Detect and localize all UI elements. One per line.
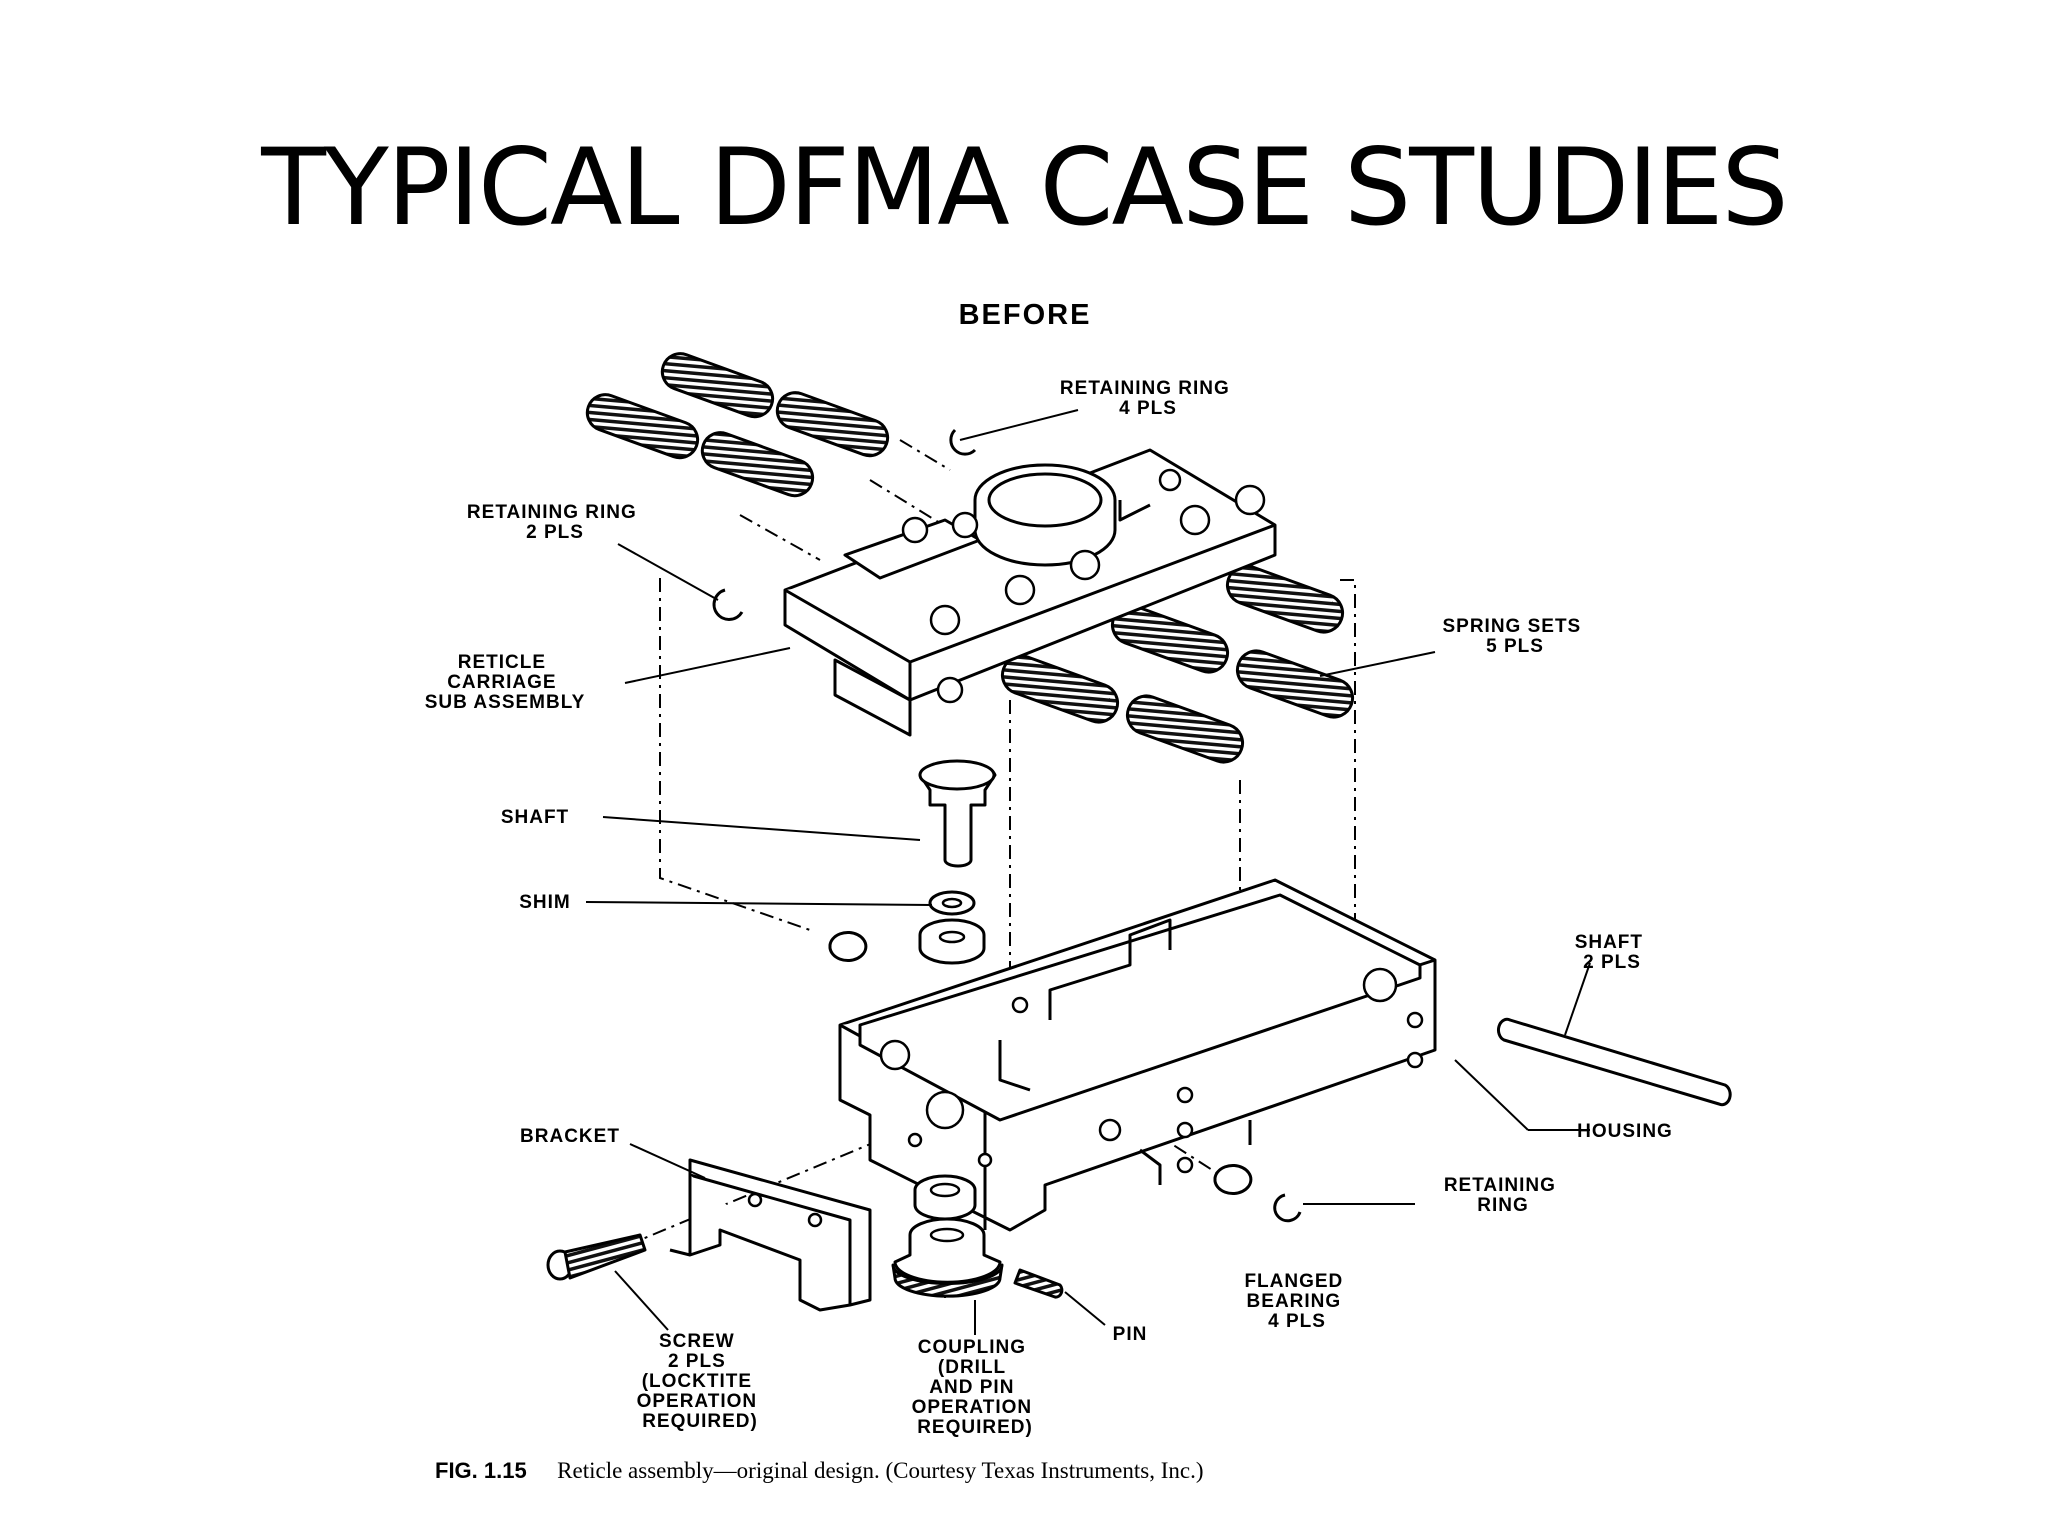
- label-flanged-bearing: FLANGED BEARING 4 PLS: [1244, 1271, 1349, 1332]
- part-labels: RETAINING RING 4 PLS RETAINING RING 2 PL…: [425, 378, 1673, 1438]
- shim-and-bearings: [828, 890, 1253, 1195]
- caption-text: Reticle assembly—original design. (Court…: [557, 1458, 1203, 1483]
- label-screw: SCREW 2 PLS (LOCKTITE OPERATION REQUIRED…: [637, 1331, 764, 1432]
- screw: [546, 1233, 647, 1281]
- long-shaft: [1496, 1017, 1732, 1107]
- label-spring-sets: SPRING SETS 5 PLS: [1442, 616, 1587, 657]
- label-shaft: SHAFT: [501, 807, 569, 828]
- spring-sets: [585, 352, 1355, 764]
- label-reticle-carriage: RETICLE CARRIAGE SUB ASSEMBLY: [425, 652, 586, 713]
- coupling: [891, 1174, 1064, 1299]
- label-retaining-ring-2pls: RETAINING RING 2 PLS: [467, 502, 643, 543]
- leader-lines: [585, 409, 1591, 1335]
- label-shim: SHIM: [519, 892, 571, 913]
- housing: [838, 878, 1437, 1232]
- label-housing: HOUSING: [1577, 1121, 1673, 1142]
- figure-heading: BEFORE: [959, 299, 1092, 331]
- reticle-carriage: [783, 448, 1277, 737]
- label-retaining-ring: RETAINING RING: [1444, 1175, 1562, 1216]
- slide-title: TYPICAL DFMA CASE STUDIES: [261, 126, 1788, 249]
- retaining-rings: [712, 428, 1302, 1223]
- label-pin: PIN: [1113, 1324, 1148, 1345]
- figure-caption: FIG. 1.15 Reticle assembly—original desi…: [435, 1458, 1203, 1483]
- shaft: [918, 759, 997, 868]
- caption-number: FIG. 1.15: [435, 1458, 527, 1483]
- label-retaining-ring-4pls: RETAINING RING 4 PLS: [1060, 378, 1236, 419]
- label-coupling: COUPLING (DRILL AND PIN OPERATION REQUIR…: [912, 1337, 1039, 1438]
- label-bracket: BRACKET: [520, 1126, 620, 1147]
- label-shaft-2pls: SHAFT 2 PLS: [1575, 932, 1650, 973]
- bracket: [669, 1158, 872, 1312]
